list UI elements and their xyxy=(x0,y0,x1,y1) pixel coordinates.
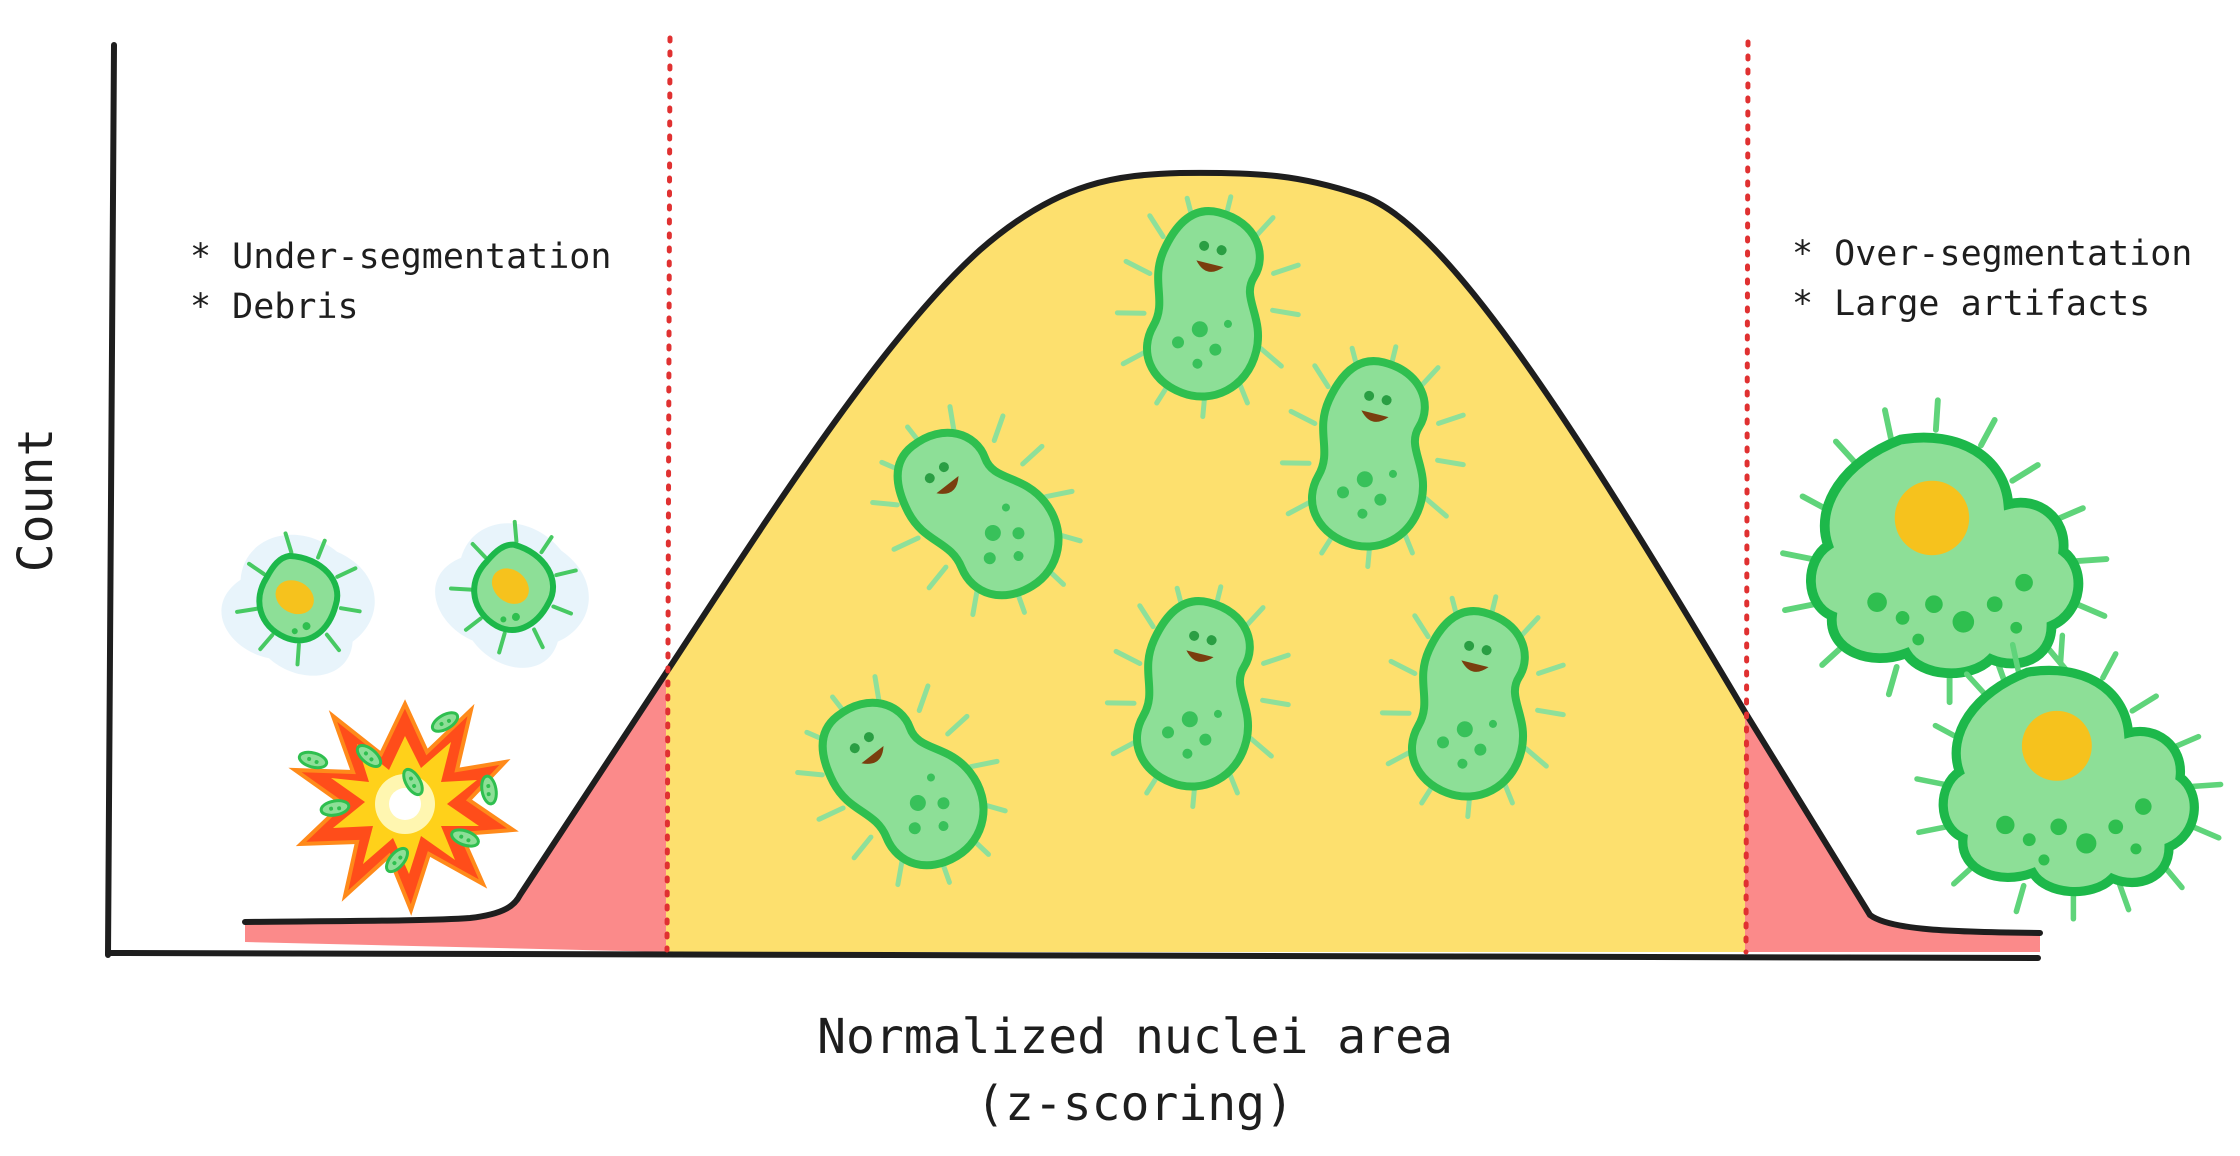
y-axis-title: Count xyxy=(8,428,64,573)
left-annotation-2: * Debris xyxy=(190,287,359,327)
right-annotation-2: * Large artifacts xyxy=(1792,284,2150,324)
left-tail-excluded-area xyxy=(245,673,666,952)
right-annotation-1: * Over-segmentation xyxy=(1792,234,2192,274)
under-segmented-cell-icon xyxy=(208,512,394,695)
distribution-curve xyxy=(242,169,2043,936)
large-artifact-cell-icon xyxy=(1917,635,2221,918)
x-axis-title-line-2: (z-scoring) xyxy=(976,1076,1294,1132)
debris-explosion-icon xyxy=(288,699,519,916)
upper-threshold-line xyxy=(1743,39,1751,955)
under-segmented-cell-icon xyxy=(419,497,612,689)
left-annotation-1: * Under-segmentation xyxy=(190,237,611,277)
large-artifact-cell-icon xyxy=(1783,400,2106,702)
lower-threshold-line xyxy=(664,35,673,953)
x-axis xyxy=(105,950,2041,961)
x-axis-title-line-1: Normalized nuclei area xyxy=(817,1009,1453,1065)
y-axis xyxy=(105,42,117,958)
right-tail-excluded-area xyxy=(1745,712,2040,952)
